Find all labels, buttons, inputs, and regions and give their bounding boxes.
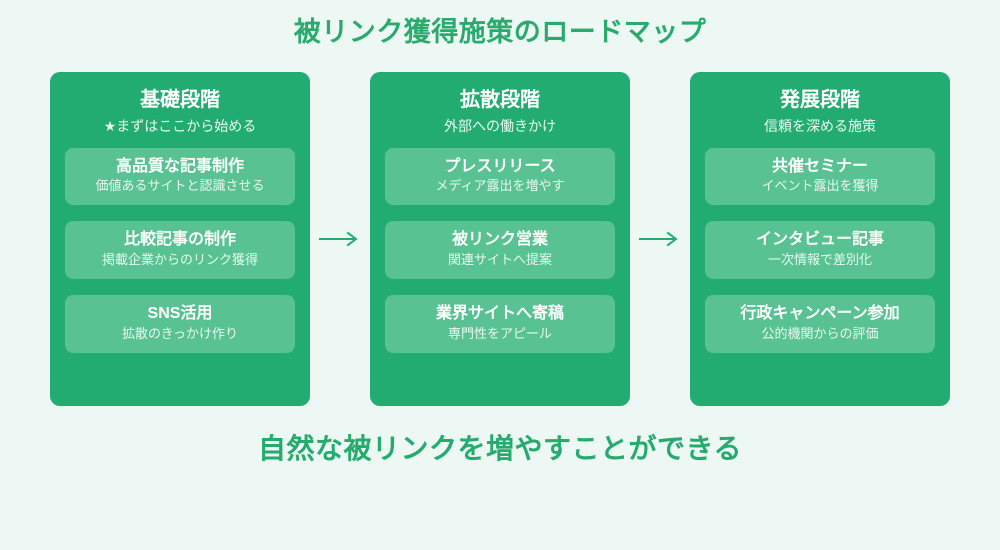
card-description: 関連サイトへ提案 xyxy=(447,252,552,268)
stages-row: 基礎段階 ★まずはここから始める 高品質な記事制作 価値あるサイトと認識させる … xyxy=(50,72,950,407)
stage-card: 共催セミナー イベント露出を獲得 xyxy=(705,147,935,206)
stage-title: 発展段階 xyxy=(780,89,860,112)
stage-subtitle: 信頼を深める施策 xyxy=(764,118,876,135)
stage-card: 被リンク営業 関連サイトへ提案 xyxy=(385,221,615,279)
card-title: 比較記事の制作 xyxy=(123,231,236,249)
arrow-right-icon xyxy=(639,231,678,247)
card-description: 専門性をアピール xyxy=(447,325,552,341)
stage-panel-diffusion: 拡散段階 外部への働きかけ プレスリリース メディア露出を増やす 被リンク営業 … xyxy=(370,72,630,407)
stage-card: 行政キャンペーン参加 公的機関からの評価 xyxy=(705,294,935,353)
card-title: プレスリリース xyxy=(444,157,556,175)
card-description: 拡散のきっかけ作り xyxy=(121,325,239,341)
stage-title: 基礎段階 xyxy=(140,89,220,112)
card-title: 業界サイトへ寄稿 xyxy=(435,304,564,322)
stage-panel-foundation: 基礎段階 ★まずはここから始める 高品質な記事制作 価値あるサイトと認識させる … xyxy=(50,72,310,407)
arrow-right-icon xyxy=(319,231,358,247)
card-title: インタビュー記事 xyxy=(755,231,884,249)
footer-caption: 自然な被リンクを増やすことができる xyxy=(258,433,742,465)
card-description: 掲載企業からのリンク獲得 xyxy=(101,252,258,268)
stage-card: プレスリリース メディア露出を増やす xyxy=(385,147,615,206)
card-description: イベント露出を獲得 xyxy=(761,178,879,194)
stage-subtitle: 外部への働きかけ xyxy=(444,118,556,135)
stage-title: 拡散段階 xyxy=(460,89,540,112)
stage-card-list: 高品質な記事制作 価値あるサイトと認識させる 比較記事の制作 掲載企業からのリン… xyxy=(60,147,300,353)
stage-subtitle: ★まずはここから始める xyxy=(103,118,257,135)
card-title: 被リンク営業 xyxy=(451,231,548,249)
stage-card: インタビュー記事 一次情報で差別化 xyxy=(705,221,935,279)
card-description: 一次情報で差別化 xyxy=(767,252,872,268)
stage-connector-2 xyxy=(630,72,690,406)
card-description: 価値あるサイトと認識させる xyxy=(95,178,265,194)
stage-card: SNS活用 拡散のきっかけ作り xyxy=(65,294,295,353)
card-title: 高品質な記事制作 xyxy=(115,157,244,175)
stage-card-list: 共催セミナー イベント露出を獲得 インタビュー記事 一次情報で差別化 行政キャン… xyxy=(700,147,940,353)
stage-card: 高品質な記事制作 価値あるサイトと認識させる xyxy=(65,147,295,206)
stage-card: 比較記事の制作 掲載企業からのリンク獲得 xyxy=(65,221,295,279)
page-title: 被リンク獲得施策のロードマップ xyxy=(293,17,707,47)
card-title: 共催セミナー xyxy=(771,157,868,175)
card-title: SNS活用 xyxy=(147,304,213,322)
stage-connector-1 xyxy=(310,72,370,406)
card-description: 公的機関からの評価 xyxy=(761,325,879,341)
card-description: メディア露出を増やす xyxy=(435,178,565,194)
stage-panel-development: 発展段階 信頼を深める施策 共催セミナー イベント露出を獲得 インタビュー記事 … xyxy=(690,72,950,407)
stage-card-list: プレスリリース メディア露出を増やす 被リンク営業 関連サイトへ提案 業界サイト… xyxy=(380,147,620,353)
stage-card: 業界サイトへ寄稿 専門性をアピール xyxy=(385,294,615,353)
card-title: 行政キャンペーン参加 xyxy=(740,304,900,322)
